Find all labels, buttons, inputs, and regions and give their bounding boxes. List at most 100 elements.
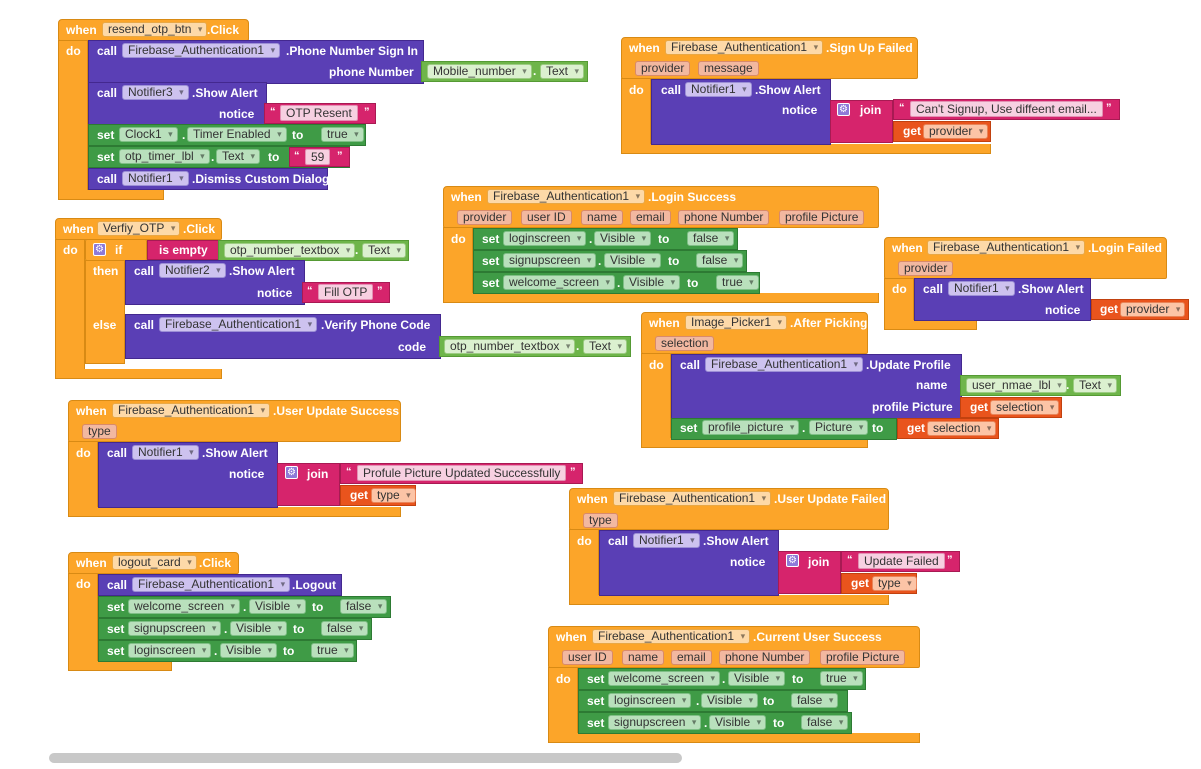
param[interactable]: provider — [457, 210, 513, 225]
property-dropdown[interactable]: Text — [583, 339, 628, 354]
property-dropdown[interactable]: Visible — [220, 643, 278, 658]
component-dropdown[interactable]: Notifier1 — [948, 281, 1015, 296]
property-dropdown[interactable]: Visible — [728, 671, 786, 686]
join-block[interactable] — [778, 551, 841, 594]
gear-icon[interactable]: ⚙ — [786, 554, 799, 567]
component-dropdown[interactable]: otp_number_textbox — [224, 243, 356, 258]
property-dropdown[interactable]: Timer Enabled — [187, 127, 287, 142]
text-value[interactable]: Fill OTP — [318, 284, 374, 300]
event-bottom — [55, 369, 222, 379]
component-dropdown[interactable]: Firebase_Authentication1 — [705, 357, 864, 372]
variable-dropdown[interactable]: selection — [927, 421, 997, 436]
boolean-dropdown[interactable]: true — [321, 127, 364, 142]
component-dropdown[interactable]: Firebase_Authentication1 — [592, 629, 751, 644]
boolean-dropdown[interactable]: true — [716, 275, 759, 290]
component-dropdown[interactable]: Notifier1 — [685, 82, 752, 97]
param-type[interactable]: type — [82, 424, 117, 439]
horizontal-scrollbar[interactable] — [49, 753, 682, 763]
variable-dropdown[interactable]: selection — [990, 400, 1060, 415]
component-dropdown[interactable]: Clock1 — [119, 127, 178, 142]
component-dropdown[interactable]: Notifier1 — [132, 445, 199, 460]
component-dropdown[interactable]: loginscreen — [608, 693, 692, 708]
component-dropdown[interactable]: Notifier3 — [122, 85, 189, 100]
param[interactable]: user ID — [521, 210, 572, 225]
component-dropdown[interactable]: Firebase_Authentication1 — [112, 403, 271, 418]
component-dropdown[interactable]: welcome_screen — [503, 275, 616, 290]
param[interactable]: profile Picture — [820, 650, 906, 665]
component-dropdown[interactable]: loginscreen — [128, 643, 212, 658]
boolean-dropdown[interactable]: false — [340, 599, 388, 614]
component-dropdown[interactable]: Firebase_Authentication1 — [665, 40, 824, 55]
variable-dropdown[interactable]: type — [371, 488, 416, 503]
text-value[interactable]: 59 — [305, 149, 331, 165]
gear-icon[interactable]: ⚙ — [93, 243, 106, 256]
variable-dropdown[interactable]: type — [872, 576, 917, 591]
param[interactable]: profile Picture — [779, 210, 865, 225]
param[interactable]: phone Number — [719, 650, 811, 665]
component-dropdown[interactable]: resend_otp_btn — [102, 22, 208, 37]
text-value[interactable]: Profule Picture Updated Successfully — [357, 465, 567, 481]
component-dropdown[interactable]: Notifier1 — [122, 171, 189, 186]
boolean-dropdown[interactable]: false — [321, 621, 369, 636]
param-selection[interactable]: selection — [655, 336, 715, 351]
component-dropdown[interactable]: Firebase_Authentication1 — [613, 491, 772, 506]
param[interactable]: user ID — [562, 650, 613, 665]
text-value[interactable]: OTP Resent — [280, 105, 358, 121]
component-dropdown[interactable]: Mobile_number — [427, 64, 532, 79]
property-dropdown[interactable]: Text — [1073, 378, 1118, 393]
component-dropdown[interactable]: welcome_screen — [128, 599, 241, 614]
component-dropdown[interactable]: Notifier1 — [633, 533, 700, 548]
property-dropdown[interactable]: Visible — [604, 253, 662, 268]
variable-dropdown[interactable]: provider — [1120, 302, 1186, 317]
boolean-dropdown[interactable]: false — [801, 715, 849, 730]
component-dropdown[interactable]: Image_Picker1 — [685, 315, 788, 330]
param-message[interactable]: message — [698, 61, 759, 76]
gear-icon[interactable]: ⚙ — [285, 466, 298, 479]
component-dropdown[interactable]: Notifier2 — [159, 263, 226, 278]
boolean-dropdown[interactable]: true — [820, 671, 863, 686]
param[interactable]: email — [630, 210, 671, 225]
component-dropdown[interactable]: Verfiy_OTP — [97, 221, 181, 236]
boolean-dropdown[interactable]: false — [791, 693, 839, 708]
component-dropdown[interactable]: signupscreen — [128, 621, 222, 636]
property-dropdown[interactable]: Visible — [709, 715, 767, 730]
component-dropdown[interactable]: Firebase_Authentication1 — [122, 43, 281, 58]
property-dropdown[interactable]: Visible — [249, 599, 307, 614]
property-dropdown[interactable]: Text — [540, 64, 585, 79]
component-dropdown[interactable]: Firebase_Authentication1 — [927, 240, 1086, 255]
component-dropdown[interactable]: signupscreen — [503, 253, 597, 268]
component-dropdown[interactable]: user_nmae_lbl — [966, 378, 1067, 393]
property-dropdown[interactable]: Visible — [230, 621, 288, 636]
boolean-dropdown[interactable]: false — [696, 253, 744, 268]
property-dropdown[interactable]: Visible — [623, 275, 681, 290]
component-dropdown[interactable]: signupscreen — [608, 715, 702, 730]
boolean-dropdown[interactable]: false — [687, 231, 735, 246]
property-dropdown[interactable]: Visible — [701, 693, 759, 708]
text-value[interactable]: Update Failed — [858, 553, 945, 569]
param[interactable]: name — [622, 650, 665, 665]
param[interactable]: email — [671, 650, 712, 665]
param-provider[interactable]: provider — [635, 61, 691, 76]
component-dropdown[interactable]: loginscreen — [503, 231, 587, 246]
component-dropdown[interactable]: otp_timer_lbl — [119, 149, 210, 164]
component-dropdown[interactable]: otp_number_textbox — [444, 339, 576, 354]
param-type[interactable]: type — [583, 513, 618, 528]
boolean-dropdown[interactable]: true — [311, 643, 354, 658]
component-dropdown[interactable]: welcome_screen — [608, 671, 721, 686]
component-dropdown[interactable]: logout_card — [112, 555, 197, 570]
gear-icon[interactable]: ⚙ — [837, 103, 850, 116]
component-dropdown[interactable]: profile_picture — [702, 420, 800, 435]
param[interactable]: phone Number — [678, 210, 770, 225]
property-dropdown[interactable]: Text — [362, 243, 407, 258]
property-dropdown[interactable]: Text — [216, 149, 261, 164]
component-dropdown[interactable]: Firebase_Authentication1 — [159, 317, 318, 332]
component-dropdown[interactable]: Firebase_Authentication1 — [487, 189, 646, 204]
variable-dropdown[interactable]: provider — [923, 124, 989, 139]
component-dropdown[interactable]: Firebase_Authentication1 — [132, 577, 291, 592]
text-value[interactable]: Can't Signup, Use diffeent email... — [910, 101, 1103, 117]
param[interactable]: name — [581, 210, 624, 225]
param-provider[interactable]: provider — [898, 261, 954, 276]
property-dropdown[interactable]: Picture — [809, 420, 869, 435]
property-dropdown[interactable]: Visible — [594, 231, 652, 246]
